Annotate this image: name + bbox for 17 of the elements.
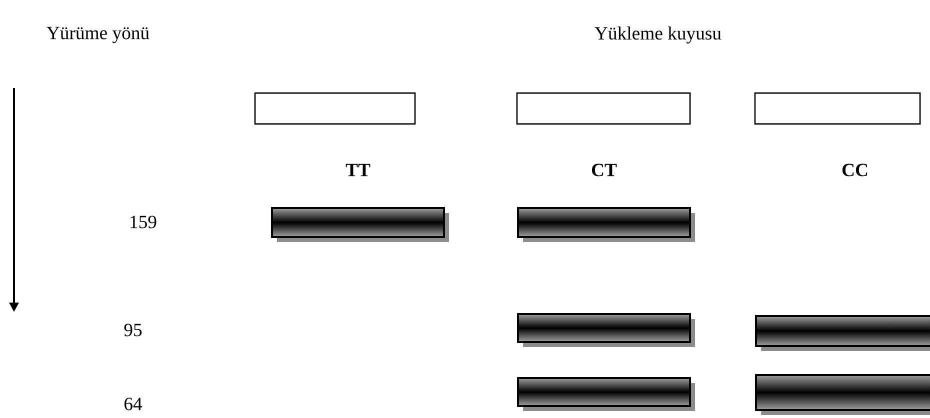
lane-label: CT — [592, 164, 617, 176]
size-label: 64 — [124, 398, 142, 410]
dna-band — [517, 206, 695, 242]
dna-band — [755, 315, 930, 351]
lane-label: CC — [842, 164, 868, 176]
lane-label: TT — [346, 164, 370, 176]
size-label: 95 — [124, 324, 142, 336]
size-label: 159 — [130, 216, 156, 228]
loading-well — [254, 92, 416, 125]
loading-well — [754, 92, 921, 125]
axis-label: Yürüme yönü — [46, 26, 150, 44]
loading-well — [516, 92, 691, 125]
dna-band — [755, 374, 930, 415]
dna-band — [271, 206, 449, 242]
dna-band — [517, 377, 695, 411]
axis-label: Yükleme kuyusu — [594, 26, 722, 44]
dna-band — [517, 313, 695, 347]
